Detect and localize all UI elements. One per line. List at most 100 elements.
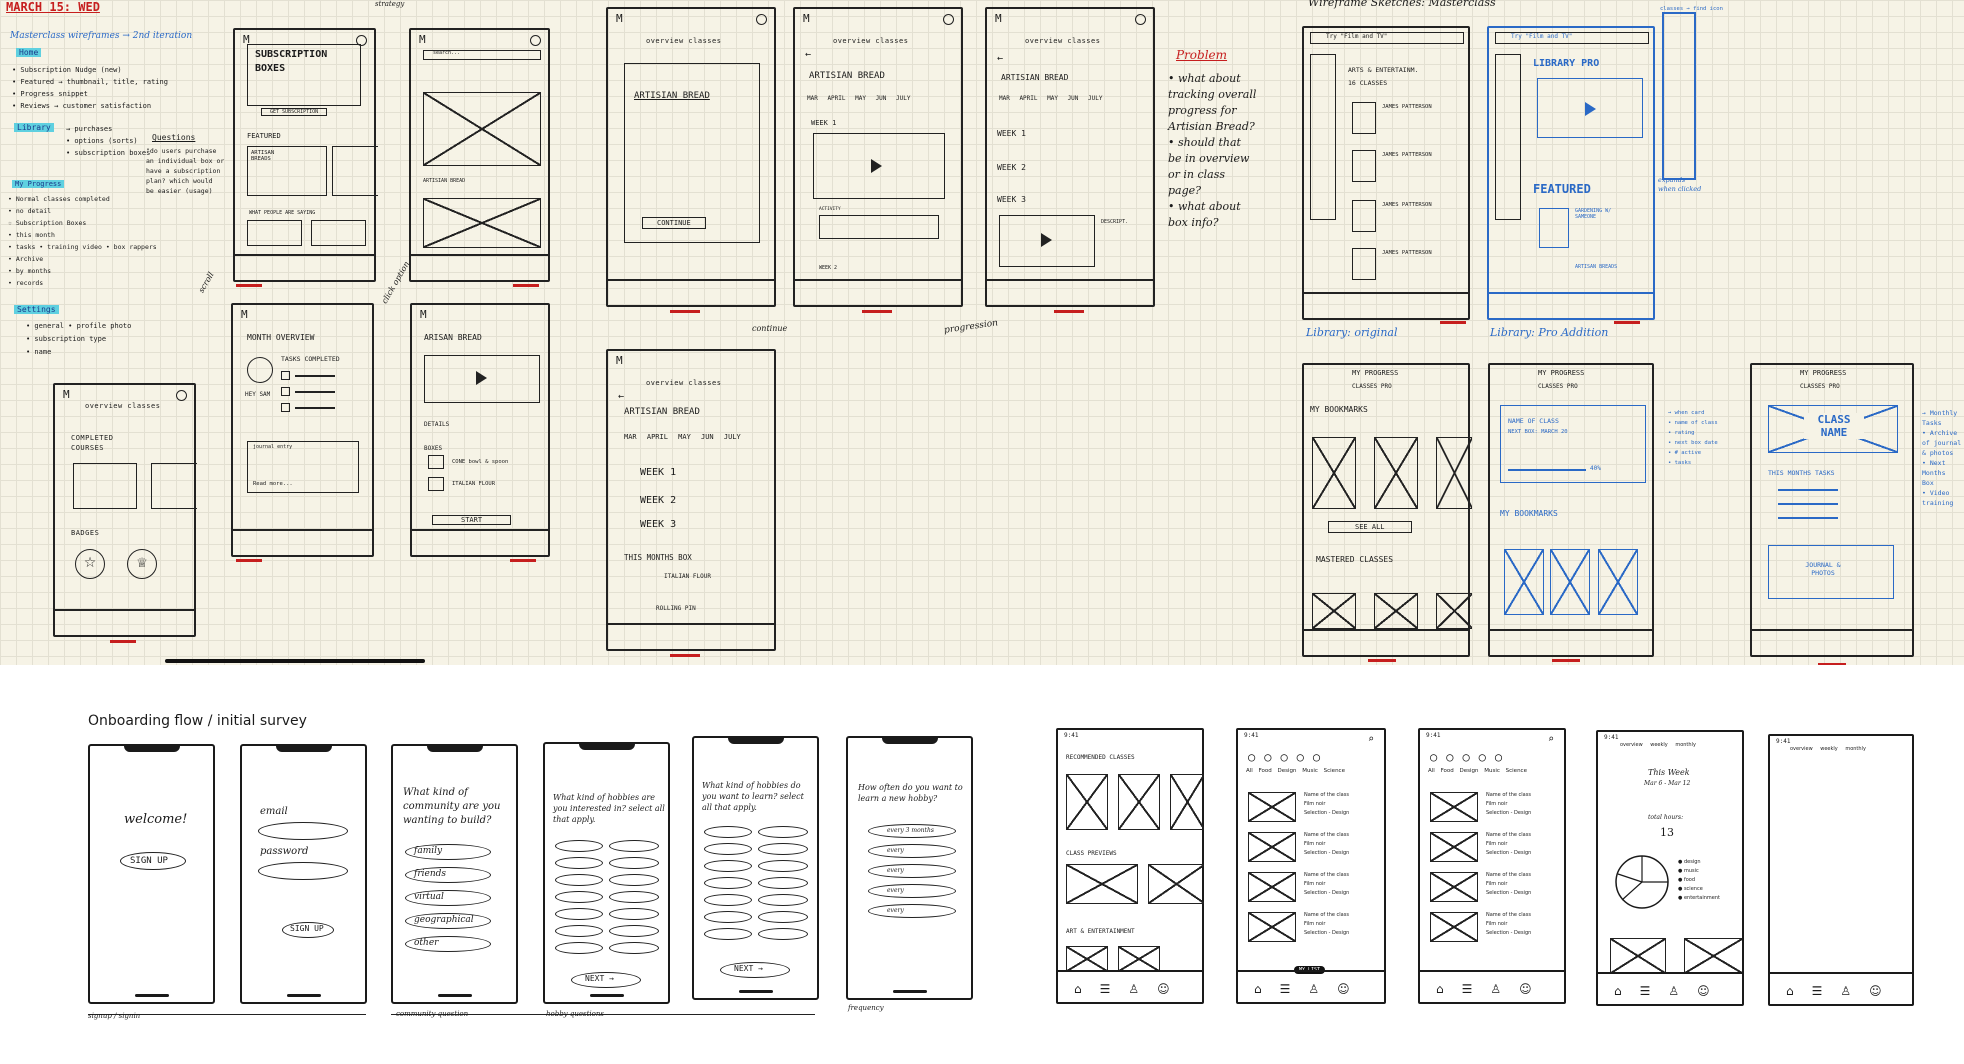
chip-circles[interactable]: ○○○○○ [1430,750,1512,764]
get-subscription-button[interactable]: GET SUBSCRIPTION [261,108,328,116]
chip-circles[interactable]: ○○○○○ [1248,750,1330,764]
option-pill[interactable] [704,911,752,923]
email-field[interactable] [258,822,348,840]
option-pill[interactable] [555,908,603,920]
search-input[interactable] [423,50,541,60]
week-item[interactable]: WEEK 2 [997,163,1026,172]
option-pill[interactable] [555,942,603,954]
start-button[interactable]: START [432,515,512,525]
class-thumb[interactable] [1352,150,1376,182]
frequency-option[interactable]: every 3 months [868,824,956,838]
horizontal-scrollbar[interactable] [165,659,425,663]
month-tabs[interactable]: MAR APRIL MAY JUN JULY [807,95,911,102]
option-pill[interactable] [758,894,808,906]
mastered-thumb[interactable] [1374,593,1418,629]
play-icon[interactable] [1585,102,1596,116]
option-pill[interactable] [704,843,752,855]
option-pill[interactable] [555,925,603,937]
hobby-options[interactable] [555,840,663,960]
option-pill[interactable] [758,843,808,855]
category-chips[interactable]: All Food Design Music Science [1428,768,1527,774]
play-icon[interactable] [871,159,882,173]
option-pill[interactable] [704,826,752,838]
video-player[interactable] [813,133,945,199]
option-pill[interactable] [758,877,808,889]
task-checkbox[interactable] [281,371,290,380]
bottom-nav-icons[interactable]: ⌂☰♙☺ [1254,982,1368,996]
bookmark-thumb[interactable] [1598,549,1638,615]
option-pill[interactable] [758,860,808,872]
week-item[interactable]: WEEK 3 [640,519,677,530]
preview-thumb[interactable] [1066,864,1138,904]
bottom-nav-icons[interactable]: ⌂☰♙☺ [1786,984,1900,998]
category-sidebar[interactable] [1310,54,1336,220]
journal-card[interactable] [1768,545,1894,599]
frequency-option[interactable]: every [868,884,956,898]
continue-button[interactable]: CONTINUE [642,217,706,229]
search-input[interactable] [1495,32,1649,44]
month-tabs[interactable]: MAR APRIL MAY JUN JULY [624,433,741,441]
option-pill[interactable] [704,860,752,872]
option-pill[interactable] [609,925,659,937]
class-thumb[interactable] [1352,248,1376,280]
week-item[interactable]: WEEK 1 [997,129,1026,138]
task-checkbox[interactable] [281,403,290,412]
option-pill[interactable] [609,942,659,954]
password-field[interactable] [258,862,348,880]
bottom-nav-icons[interactable]: ⌂☰♙☺ [1614,984,1728,998]
option-pill[interactable] [555,857,603,869]
sign-up-button[interactable] [120,852,186,870]
option-pill[interactable] [704,894,752,906]
mastered-thumb[interactable] [1312,593,1356,629]
month-tabs[interactable]: MAR APRIL MAY JUN JULY [999,95,1103,102]
search-icon[interactable]: ⌕ [1368,734,1375,745]
option-pill[interactable] [704,877,752,889]
option-pill[interactable] [609,908,659,920]
mastered-thumb[interactable] [1436,593,1472,629]
read-more-link[interactable]: Read more... [253,481,293,487]
bottom-nav-icons[interactable]: ⌂☰♙☺ [1074,982,1188,996]
see-all-button[interactable]: SEE ALL [1328,521,1412,533]
stats-tabs[interactable]: overview weekly monthly [1790,746,1866,752]
class-thumb[interactable] [1170,774,1204,830]
back-arrow-icon[interactable]: ← [618,391,625,402]
option-pill[interactable] [609,874,659,886]
bookmark-thumb[interactable] [1374,437,1418,509]
option-pill[interactable] [609,840,659,852]
next-button[interactable] [571,972,641,988]
option-pill[interactable] [555,891,603,903]
community-option[interactable]: virtual [405,890,491,906]
play-icon[interactable] [1041,233,1052,247]
bookmark-thumb[interactable] [1504,549,1544,615]
class-card[interactable] [1500,405,1646,483]
option-pill[interactable] [704,928,752,940]
back-arrow-icon[interactable]: ← [805,49,812,60]
pro-video[interactable] [1537,78,1643,138]
option-pill[interactable] [758,911,808,923]
task-checkbox[interactable] [281,387,290,396]
featured-thumb[interactable] [1539,208,1569,248]
community-option[interactable]: other [405,936,491,952]
week-item[interactable]: WEEK 3 [997,195,1026,204]
class-thumb[interactable] [1352,200,1376,232]
week-item[interactable]: WEEK 2 [640,495,677,506]
video-player[interactable] [424,355,540,403]
option-pill[interactable] [555,874,603,886]
category-chips[interactable]: All Food Design Music Science [1246,768,1345,774]
play-icon[interactable] [476,371,487,385]
class-thumb[interactable] [1066,774,1108,830]
bookmark-thumb[interactable] [1436,437,1472,509]
option-pill[interactable] [609,891,659,903]
bottom-nav-icons[interactable]: ⌂☰♙☺ [1436,982,1550,996]
preview-thumb[interactable] [1148,864,1204,904]
next-button[interactable] [720,962,790,978]
bookmark-thumb[interactable] [1550,549,1590,615]
frequency-option[interactable]: every [868,844,956,858]
